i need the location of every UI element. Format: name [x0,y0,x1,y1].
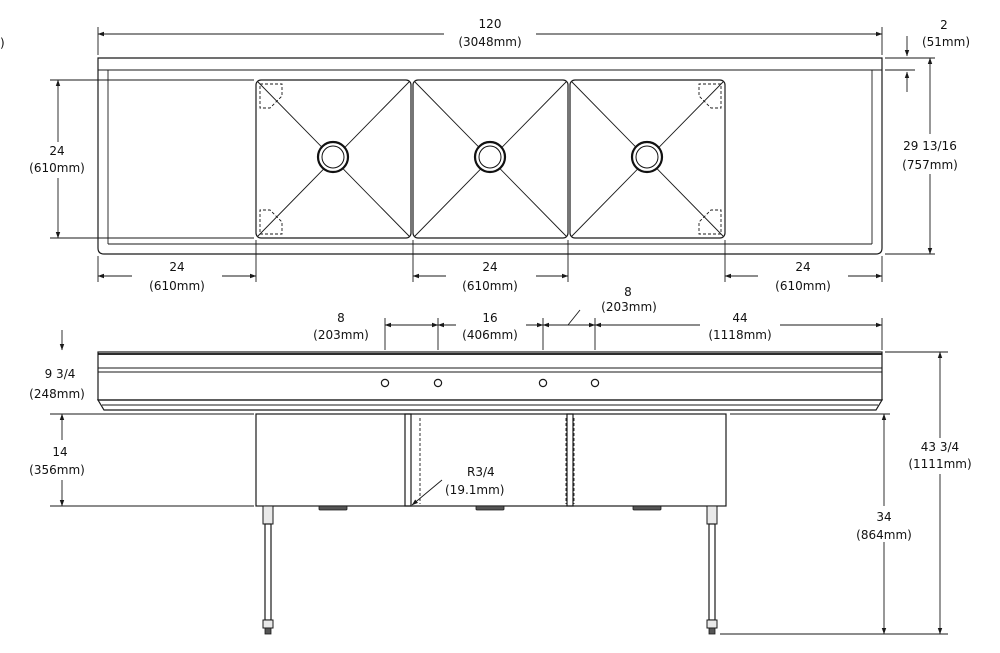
dim-overall-width-mm: (3048mm) [458,35,521,49]
dim-left-drainboard-in: 24 [169,260,184,274]
dim-corner-radius-in: R3/4 [467,465,495,479]
dim-bowl-width-mm: (610mm) [462,279,518,293]
top-view: ) [0,14,970,295]
dim-faucet-spread-left-mm: (203mm) [313,328,369,342]
bowl-left [255,79,412,239]
faucet-hole [433,378,443,388]
bowl-right [569,79,726,239]
dim-backsplash-in: 2 [940,18,948,32]
faucet-hole [380,378,390,388]
dim-faucet-spread-right-in: 8 [624,285,632,299]
bowl-center [412,79,569,239]
dim-overall-width-in: 120 [479,17,502,31]
dim-right-drainboard-in: 24 [795,260,810,274]
dim-right-offset-mm: (1118mm) [708,328,771,342]
dim-splash-height-mm: (248mm) [29,387,85,401]
dim-overall-height-mm: (1111mm) [908,457,971,471]
dim-splash-height-in: 9 3/4 [45,367,76,381]
dim-backsplash-mm: (51mm) [922,35,970,49]
dim-bowl-depth-mm: (610mm) [29,161,85,175]
dim-working-height-in: 34 [876,510,891,524]
dim-faucet-spread-left-in: 8 [337,311,345,325]
dim-overall-depth-in: 29 13/16 [903,139,957,153]
dim-faucet-center-mm: (406mm) [462,328,518,342]
dim-working-height-mm: (864mm) [856,528,912,542]
leg-left [262,505,274,635]
dim-bowl-height-in: 14 [52,445,67,459]
dim-bowl-height-mm: (356mm) [29,463,85,477]
leg-right [706,505,718,635]
faucet-hole [590,378,600,388]
dim-bowl-width-in: 24 [482,260,497,274]
left-edge-fragment: ) [0,36,5,50]
dim-right-offset-in: 44 [732,311,747,325]
dim-right-drainboard-mm: (610mm) [775,279,831,293]
dim-bowl-depth-in: 24 [49,144,64,158]
dim-corner-radius-mm: (19.1mm) [445,483,504,497]
dim-faucet-spread-right-mm: (203mm) [601,300,657,314]
dim-faucet-center-in: 16 [482,311,497,325]
dim-left-drainboard-mm: (610mm) [149,279,205,293]
dim-overall-depth-mm: (757mm) [902,158,958,172]
faucet-hole [538,378,548,388]
dim-overall-height-in: 43 3/4 [921,440,959,454]
front-view: 8 (203mm) 16 (406mm) 8 (203mm) 44 (1118m… [24,285,976,635]
